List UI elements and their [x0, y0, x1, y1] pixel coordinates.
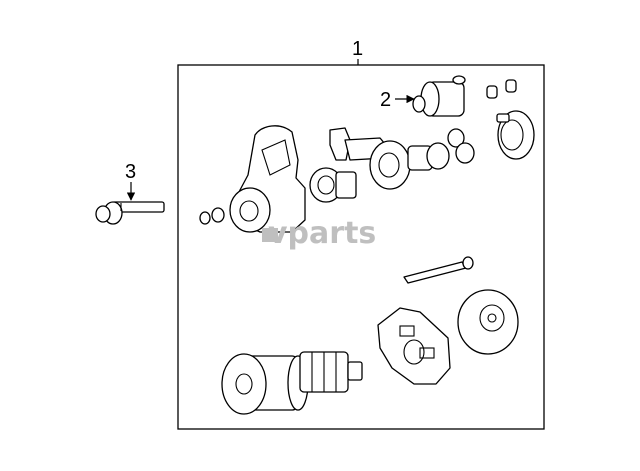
end-cover: [496, 110, 535, 160]
callout-1-label: 1: [352, 38, 363, 60]
pinion-gear: [309, 167, 357, 203]
contact-caps: [486, 79, 517, 99]
commutator-end-frame: [457, 289, 519, 355]
washers: [199, 207, 225, 225]
brush-holder: [377, 307, 451, 385]
assembly-frame: [177, 64, 545, 430]
drive-housing: [229, 125, 306, 233]
callout-2-label: 2: [380, 89, 391, 111]
through-bolt: [403, 256, 474, 284]
svg-text:vparts: vparts: [268, 216, 376, 251]
mounting-bolt: [95, 201, 165, 225]
armature: [299, 351, 363, 393]
callout-3-label: 3: [125, 161, 136, 183]
solenoid-switch: [412, 75, 466, 117]
shift-lever-assembly: [329, 127, 475, 190]
yoke-field-frame: [221, 353, 309, 415]
watermark-logo: vparts: [262, 216, 376, 251]
